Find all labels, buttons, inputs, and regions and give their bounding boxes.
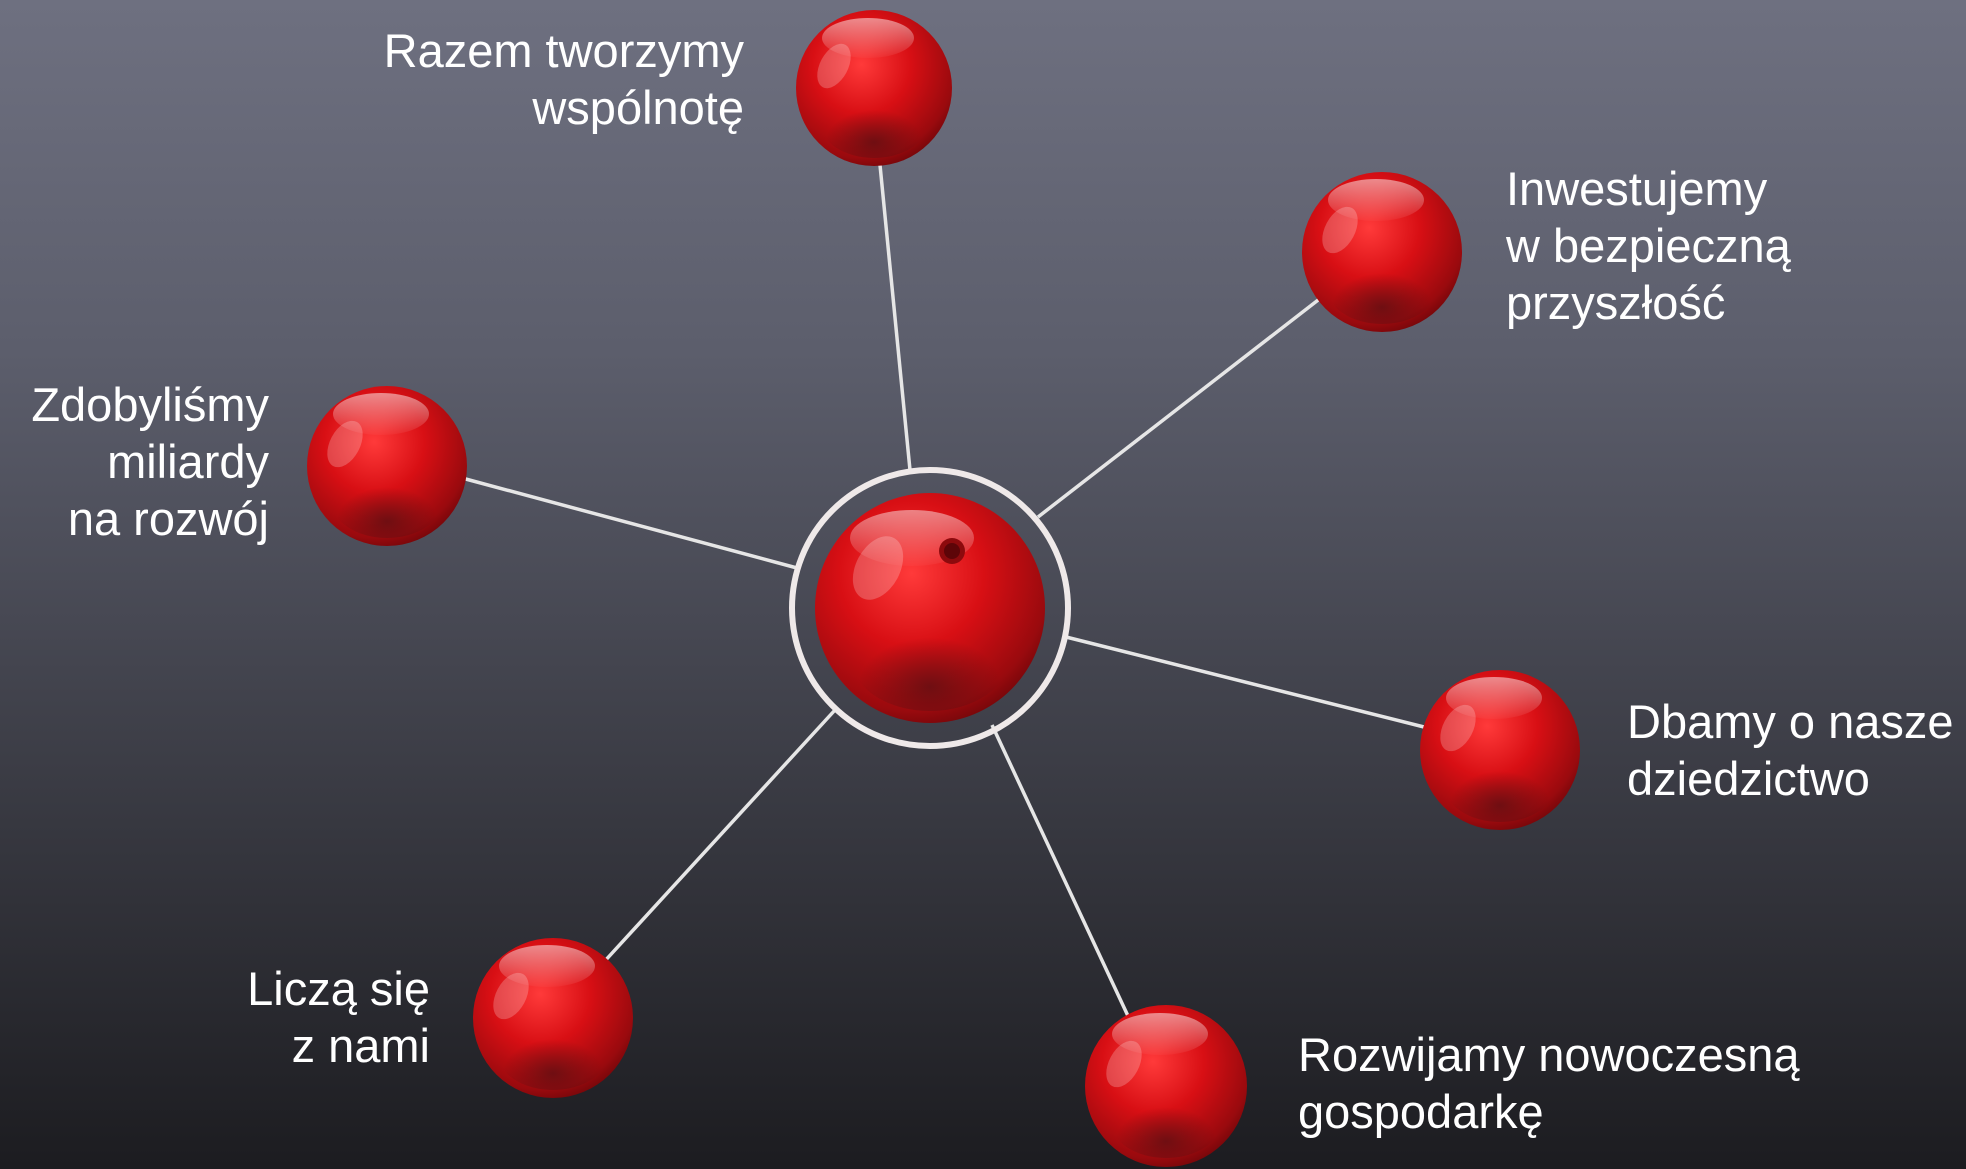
- label-left-line-3: na rozwój: [67, 492, 269, 545]
- connector-right: [1065, 635, 1429, 730]
- label-left: Zdobyliśmy miliardy na rozwój: [31, 376, 269, 547]
- label-top-right-line-1: Inwestujemy: [1506, 162, 1768, 215]
- central-hub: [789, 467, 1071, 749]
- label-right-line-1: Dbamy o nasze: [1627, 695, 1954, 748]
- sphere-top-right: [1302, 172, 1462, 332]
- label-bottom-right: Rozwijamy nowoczesną gospodarkę: [1298, 1026, 1800, 1140]
- label-right-line-2: dziedzictwo: [1627, 752, 1870, 805]
- connector-left: [461, 476, 798, 570]
- sphere-left: [307, 386, 467, 546]
- label-top-right-line-2: w bezpieczną: [1506, 219, 1791, 272]
- connector-top-right: [1036, 295, 1324, 519]
- connector-bottom-left: [601, 708, 837, 965]
- label-top-line-2: wspólnotę: [532, 81, 744, 134]
- label-left-line-2: miliardy: [107, 435, 269, 488]
- label-bottom-left-line-1: Liczą się: [247, 962, 430, 1015]
- label-bottom-right-line-1: Rozwijamy nowoczesną: [1298, 1028, 1800, 1081]
- label-left-line-1: Zdobyliśmy: [31, 378, 269, 431]
- central-hub-ring: [789, 467, 1071, 749]
- sphere-bottom-right: [1085, 1005, 1247, 1167]
- sphere-right: [1420, 670, 1580, 830]
- sphere-bottom-left: [473, 938, 633, 1098]
- label-top: Razem tworzymy wspólnotę: [384, 22, 744, 136]
- connector-bottom-right: [990, 724, 1130, 1017]
- central-hub-sphere: [815, 493, 1045, 723]
- label-right: Dbamy o nasze dziedzictwo: [1627, 693, 1954, 807]
- label-bottom-left: Liczą się z nami: [247, 960, 430, 1074]
- label-bottom-right-line-2: gospodarkę: [1298, 1085, 1544, 1138]
- connector-top: [878, 164, 912, 471]
- label-top-right-line-3: przyszłość: [1506, 276, 1726, 329]
- connectors: [461, 164, 1429, 1017]
- sphere-top: [796, 10, 952, 166]
- label-top-line-1: Razem tworzymy: [383, 24, 744, 77]
- label-top-right: Inwestujemy w bezpieczną przyszłość: [1506, 160, 1791, 331]
- label-bottom-left-line-2: z nami: [291, 1019, 430, 1072]
